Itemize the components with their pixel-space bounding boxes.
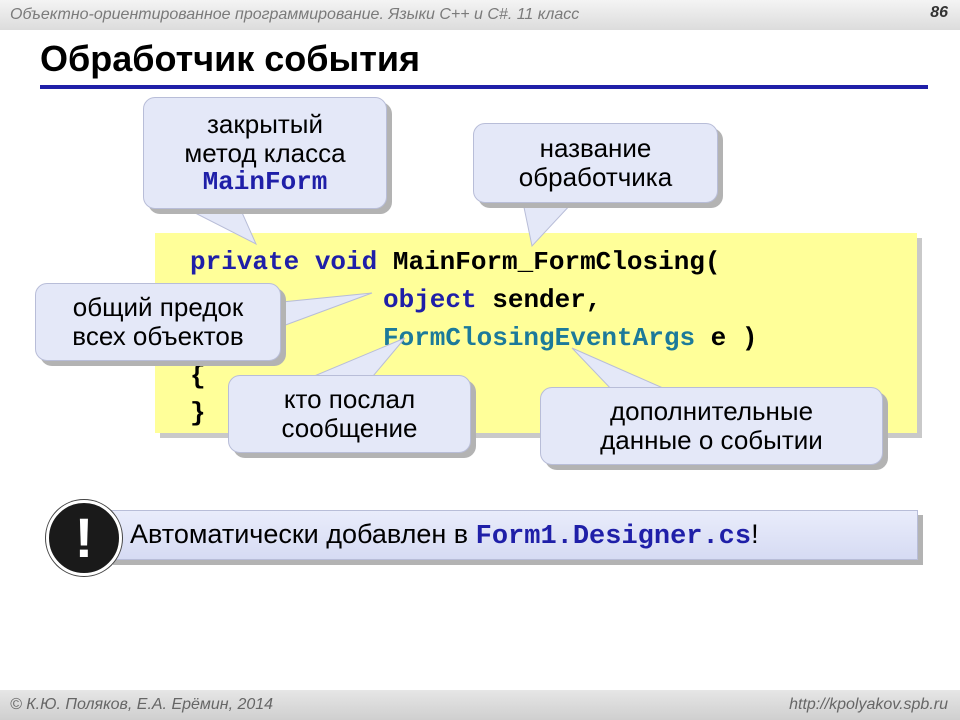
code-line-2: object sender, [383, 285, 601, 315]
callout-common-ancestor-line1: общий предок [72, 292, 244, 322]
callout-sender-line1: кто послал [283, 384, 416, 414]
callout-private-method-line1: закрытый [206, 108, 324, 139]
callout-extra-data-line1: дополнительные [609, 396, 814, 426]
footer-author: © К.Ю. Поляков, Е.А. Ерёмин, 2014 [10, 696, 274, 713]
course-title: Объектно-ориентированное программировани… [10, 6, 580, 23]
title-underline [40, 85, 928, 89]
note-text: Автоматически добавлен в Form1.Designer.… [130, 519, 759, 552]
note-filename: Form1.Designer.cs [475, 522, 752, 552]
code-e-param: e ) [710, 323, 758, 353]
code-sender-param: sender, [492, 285, 602, 315]
callout-private-method: закрытый метод класса MainForm [143, 97, 387, 209]
callout-handler-name-line1: название [539, 133, 652, 163]
callout-handler-name-line2: обработчика [518, 162, 673, 192]
code-line-1: private void MainForm_FormClosing( [190, 247, 721, 277]
callout-common-ancestor-line2: всех объектов [72, 321, 244, 351]
tail-common-ancestor [271, 292, 373, 331]
code-keywords: private void [190, 247, 378, 277]
code-line-5: } [190, 398, 206, 428]
callout-private-method-line2: метод класса [184, 137, 346, 168]
code-line-4: { [190, 361, 206, 391]
footer-bar [0, 690, 960, 720]
code-method-name: MainForm_FormClosing [392, 247, 705, 277]
callout-common-ancestor: общий предок всех объектов [35, 283, 281, 361]
tail-extra-data [571, 347, 673, 393]
exclamation-icon: ! [46, 500, 122, 576]
callout-private-method-class: MainForm [202, 166, 328, 197]
code-line-3: FormClosingEventArgs e ) [383, 323, 757, 353]
page-number: 86 [930, 4, 948, 21]
slide-title: Обработчик события [40, 38, 421, 79]
code-open-paren: ( [704, 247, 721, 277]
code-object-type: object [383, 285, 477, 315]
note-text-main: Автоматически добавлен в [130, 519, 476, 549]
callout-extra-data: дополнительные данные о событии [540, 387, 883, 465]
note-bar [108, 510, 918, 560]
footer-url[interactable]: http://kpolyakov.spb.ru [789, 696, 948, 713]
header-bar [0, 0, 960, 30]
callout-extra-data-line2: данные о событии [600, 425, 823, 455]
note-text-tail: ! [751, 519, 759, 549]
callout-sender-line2: сообщение [281, 413, 418, 443]
code-eventargs-type: FormClosingEventArgs [383, 323, 696, 353]
callout-sender: кто послал сообщение [228, 375, 471, 453]
callout-handler-name: название обработчика [473, 123, 718, 203]
